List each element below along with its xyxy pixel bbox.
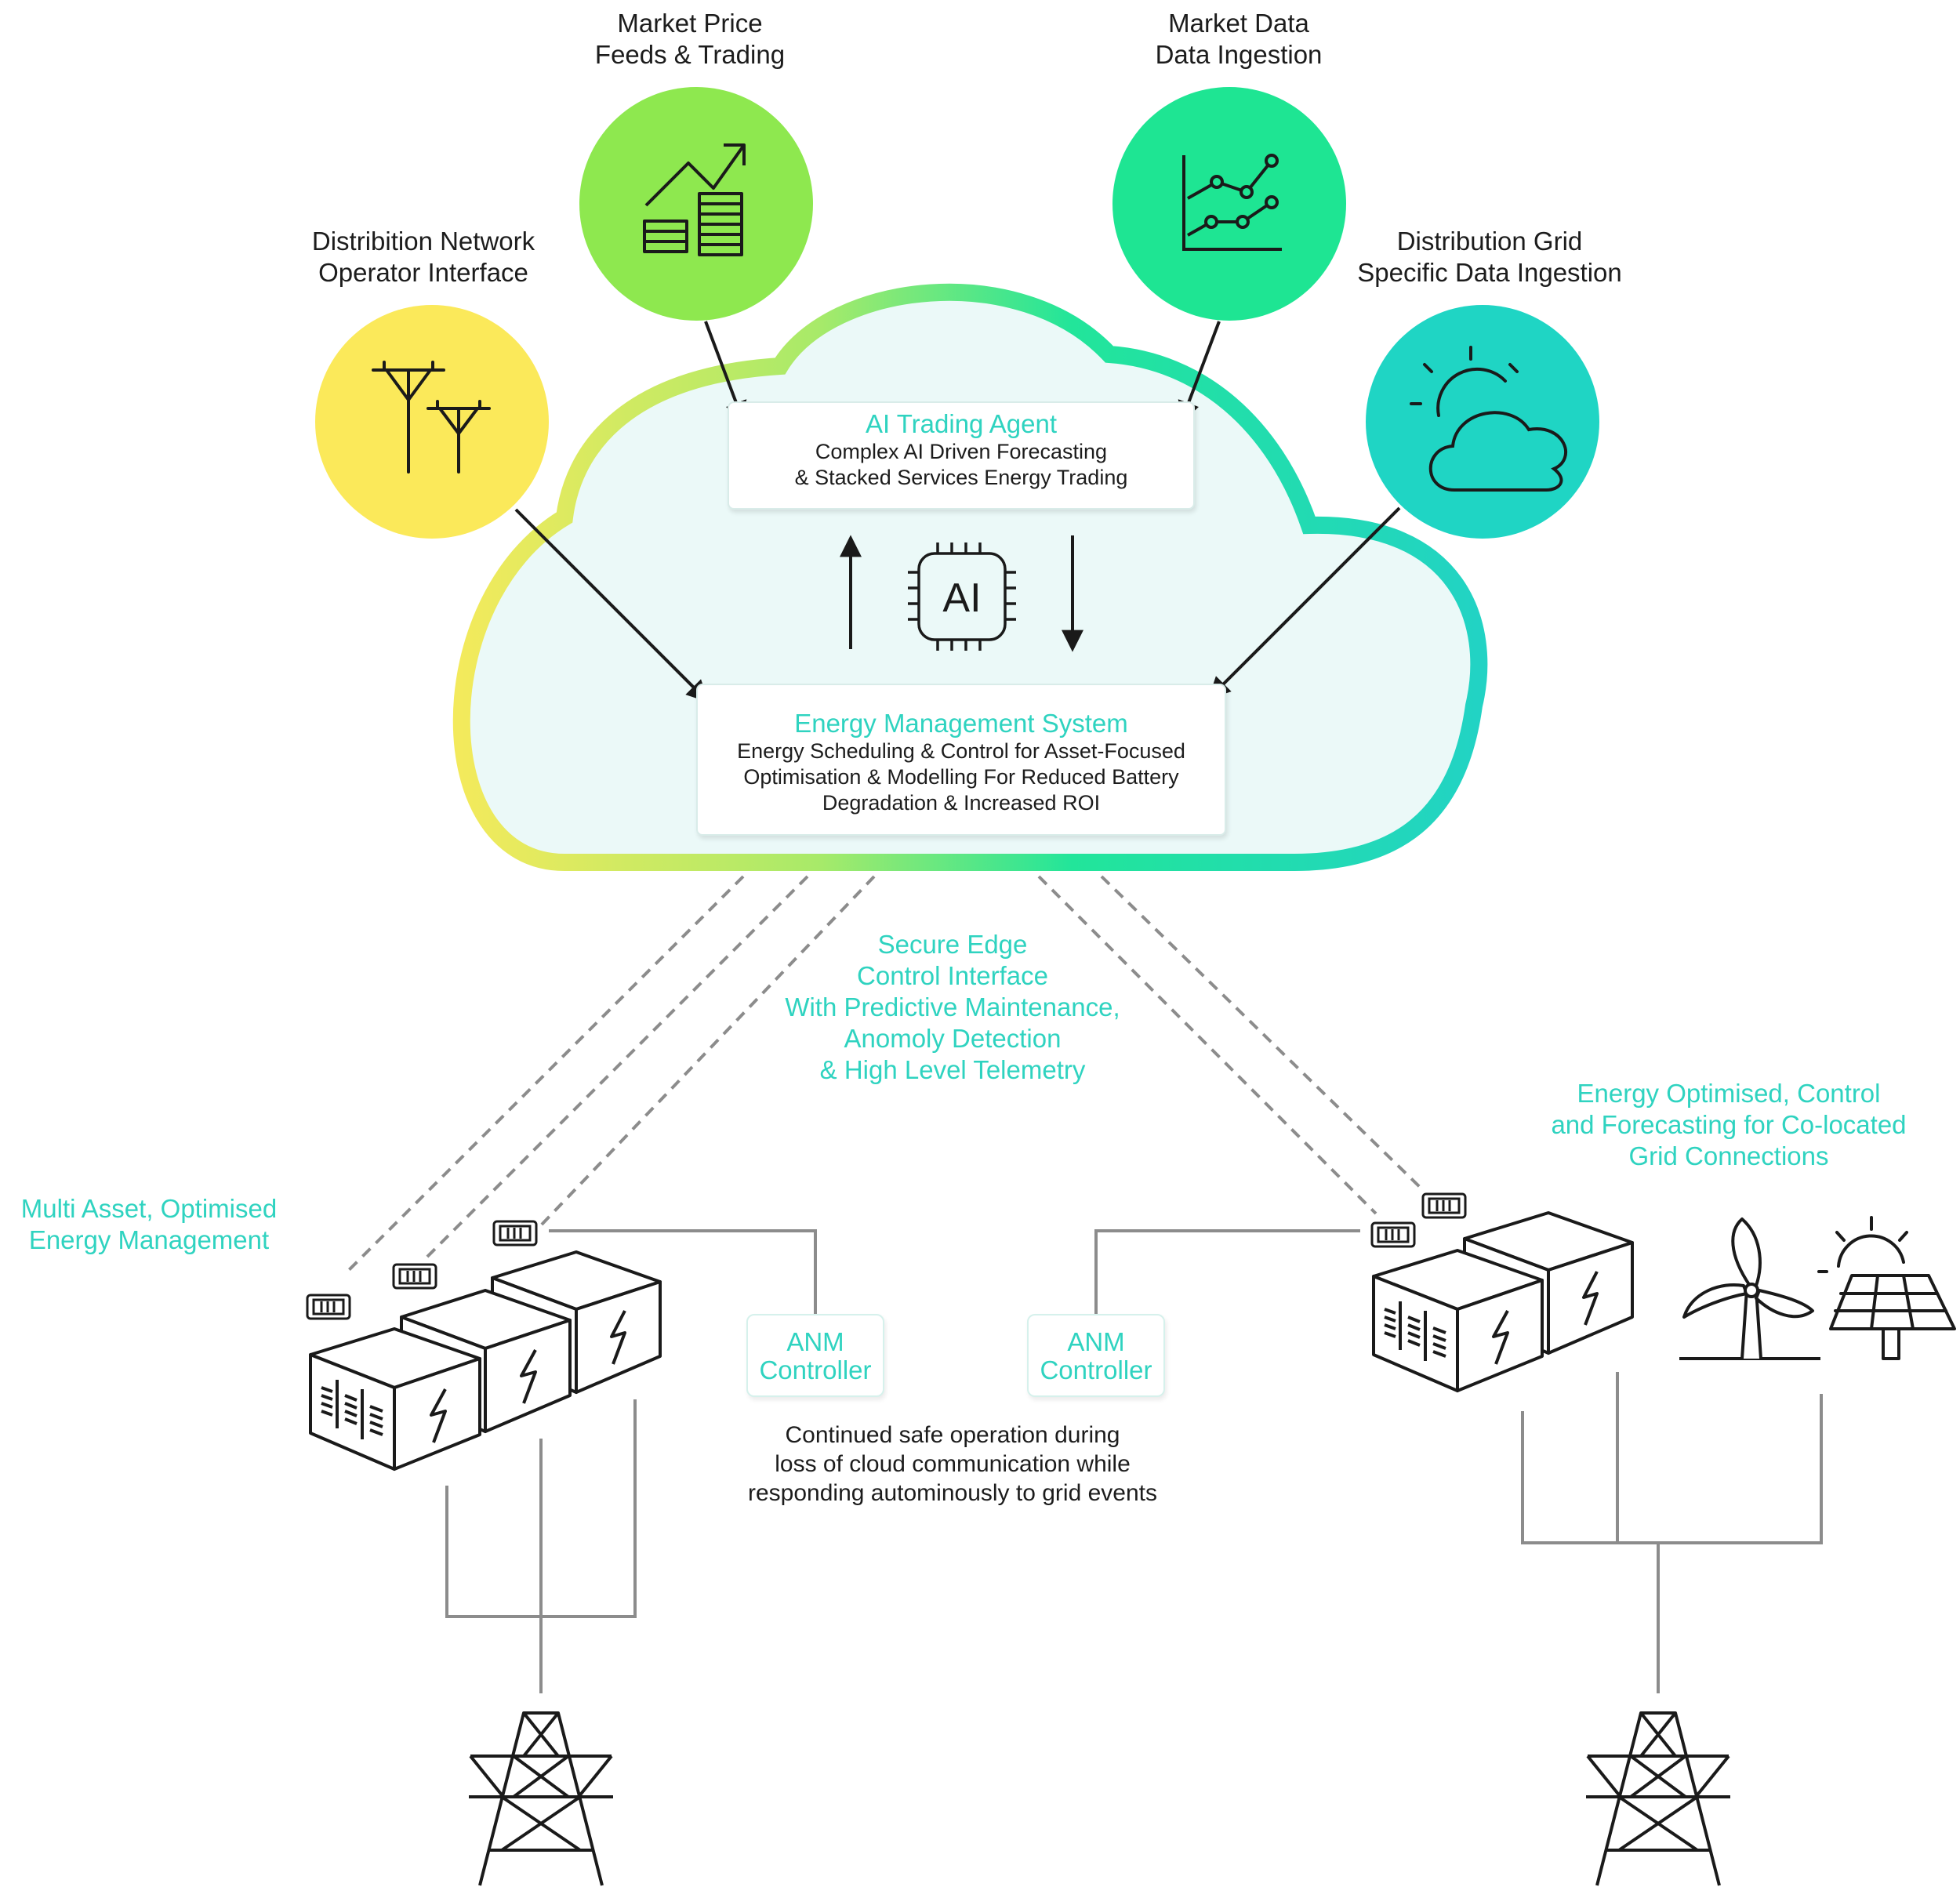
secure-edge-label: Secure Edge Control Interface With Predi… xyxy=(785,930,1120,1084)
battery-container-icon xyxy=(1372,1249,1544,1392)
battery-container-icon xyxy=(309,1327,481,1471)
continued-operation-note: Continued safe operation during loss of … xyxy=(748,1422,1157,1506)
ai-trading-title: AI Trading Agent xyxy=(865,409,1057,438)
line-chart-icon xyxy=(1182,154,1282,251)
left-site-label: Multi Asset, Optimised Energy Management xyxy=(20,1194,278,1254)
right-busbar xyxy=(1521,1394,1823,1544)
edge-device-icon xyxy=(306,1294,351,1320)
grid-data-circle xyxy=(1366,305,1599,539)
edge-links xyxy=(347,875,1425,1272)
right-site-label: Energy Optimised, Control and Forecastin… xyxy=(1551,1079,1907,1170)
anm-right-link xyxy=(1094,1229,1360,1314)
transmission-tower-icon-right xyxy=(1586,1711,1730,1886)
battery-container-icons-right xyxy=(1372,1211,1634,1392)
market-price-circle xyxy=(579,87,813,321)
dno-circle xyxy=(315,305,549,539)
telemetry-device-icons xyxy=(306,1192,1467,1320)
edge-device-icon xyxy=(392,1263,437,1290)
arrow-grid-to-ems xyxy=(1208,506,1401,699)
dno-label: Distribition Network Operator Interface xyxy=(311,227,535,287)
trend-up-coins-icon xyxy=(643,143,746,256)
arrow-dno-to-ems xyxy=(514,508,709,702)
site-wiring xyxy=(445,1229,1823,1693)
market-data-circle xyxy=(1112,87,1346,321)
solar-panel-icon xyxy=(1817,1216,1956,1360)
edge-device-icon xyxy=(492,1220,538,1247)
anm-left-link xyxy=(549,1229,817,1314)
power-lines-icon xyxy=(372,361,491,474)
sun-cloud-icon xyxy=(1410,346,1568,492)
ems-box: Energy Management System Energy Scheduli… xyxy=(696,684,1226,836)
chip-label: AI xyxy=(942,575,981,621)
transmission-tower-icon-left xyxy=(469,1711,613,1886)
ai-trading-agent-box: AI Trading Agent Complex AI Driven Forec… xyxy=(728,401,1195,510)
edge-link-4 xyxy=(1037,875,1377,1215)
edge-device-icon xyxy=(1370,1221,1416,1248)
anm-controller-left: ANM Controller xyxy=(746,1314,884,1397)
ai-chip-icon xyxy=(908,543,1016,651)
grid-data-label: Distribution Grid Specific Data Ingestio… xyxy=(1357,227,1622,287)
edge-link-3 xyxy=(539,875,876,1227)
edge-device-icon xyxy=(1421,1192,1467,1219)
market-price-label: Market Price Feeds & Trading xyxy=(594,9,786,69)
ems-title: Energy Management System xyxy=(794,709,1128,738)
wind-turbine-icon xyxy=(1679,1217,1820,1360)
market-data-label: Market Data Data Ingestion xyxy=(1155,9,1323,69)
battery-container-icons-left xyxy=(309,1250,662,1471)
edge-link-2 xyxy=(422,875,809,1262)
anm-controller-right: ANM Controller xyxy=(1027,1314,1165,1397)
